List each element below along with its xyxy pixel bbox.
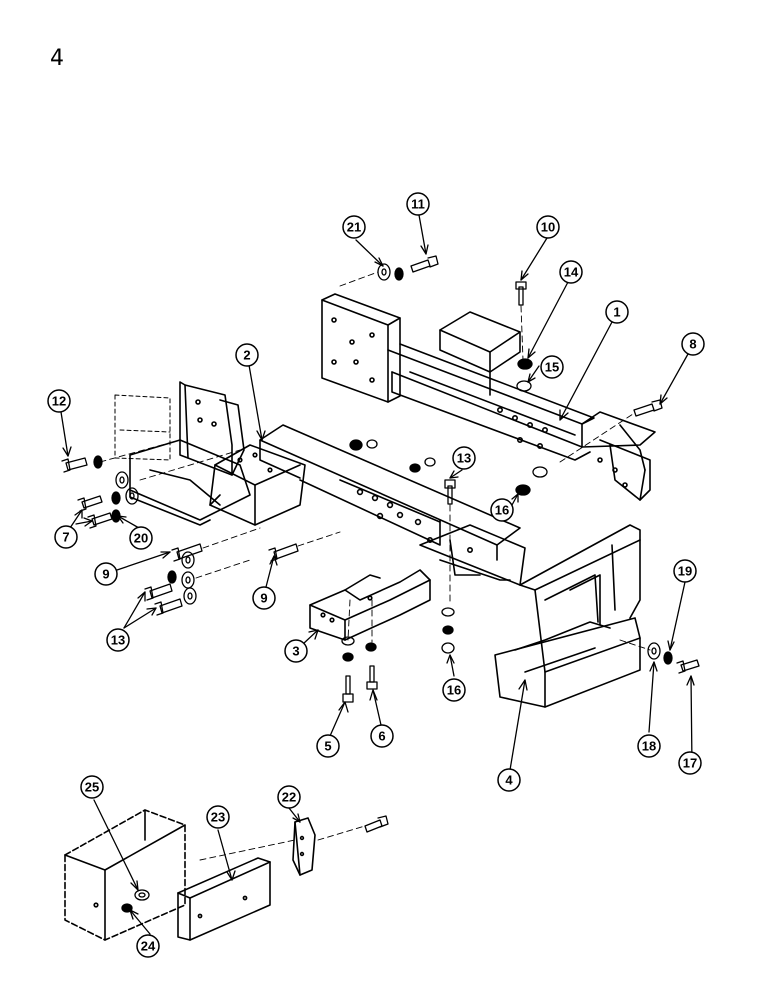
svg-text:19: 19 bbox=[678, 564, 692, 579]
svg-text:4: 4 bbox=[505, 773, 513, 788]
callout-8: 8 bbox=[681, 332, 705, 356]
callout-7: 7 bbox=[54, 525, 78, 549]
callout-1: 1 bbox=[605, 300, 629, 324]
svg-text:13: 13 bbox=[457, 451, 471, 466]
svg-text:24: 24 bbox=[141, 939, 156, 954]
callout-9-left: 9 bbox=[94, 562, 118, 586]
svg-text:22: 22 bbox=[282, 790, 296, 805]
callout-6: 6 bbox=[370, 724, 394, 748]
part-3-bracket bbox=[309, 569, 431, 641]
callout-17: 17 bbox=[678, 751, 702, 775]
svg-text:18: 18 bbox=[642, 739, 656, 754]
svg-text:25: 25 bbox=[85, 780, 99, 795]
svg-text:5: 5 bbox=[324, 739, 331, 754]
callout-14: 14 bbox=[559, 260, 583, 284]
callout-16-right: 16 bbox=[490, 498, 514, 522]
callout-21: 21 bbox=[342, 215, 366, 239]
svg-text:6: 6 bbox=[378, 729, 385, 744]
svg-text:16: 16 bbox=[495, 503, 509, 518]
callout-13-left: 13 bbox=[106, 628, 130, 652]
page-number: 4 bbox=[50, 46, 64, 71]
svg-text:2: 2 bbox=[243, 348, 250, 363]
svg-text:15: 15 bbox=[545, 360, 559, 375]
svg-text:17: 17 bbox=[683, 756, 697, 771]
callout-22: 22 bbox=[277, 785, 301, 809]
svg-text:1: 1 bbox=[613, 305, 620, 320]
callout-bubbles: 1 2 3 4 5 6 7 8 9 9 10 11 12 13 13 14 15… bbox=[47, 192, 705, 958]
callout-24: 24 bbox=[136, 934, 160, 958]
svg-text:7: 7 bbox=[62, 530, 69, 545]
svg-text:8: 8 bbox=[689, 337, 696, 352]
callout-3: 3 bbox=[284, 639, 308, 663]
callout-23: 23 bbox=[206, 805, 230, 829]
svg-text:9: 9 bbox=[260, 591, 267, 606]
callout-25: 25 bbox=[80, 775, 104, 799]
callout-20: 20 bbox=[129, 526, 153, 550]
part-22-clamp bbox=[292, 817, 316, 876]
svg-text:13: 13 bbox=[111, 633, 125, 648]
part-25-bottom-box bbox=[64, 809, 186, 941]
callout-19: 19 bbox=[673, 559, 697, 583]
svg-text:23: 23 bbox=[211, 810, 225, 825]
fastener-washers bbox=[93, 263, 673, 913]
callout-5: 5 bbox=[316, 734, 340, 758]
callout-12: 12 bbox=[47, 389, 71, 413]
fastener-bolts bbox=[61, 255, 700, 833]
callout-18: 18 bbox=[637, 734, 661, 758]
svg-text:12: 12 bbox=[52, 394, 66, 409]
part-2-front-frame bbox=[114, 381, 526, 586]
part-4-weight-carrier bbox=[494, 524, 641, 708]
svg-text:20: 20 bbox=[134, 531, 148, 546]
alignment-lines bbox=[99, 271, 651, 861]
callout-9-middle: 9 bbox=[252, 586, 276, 610]
leader-lines bbox=[60, 214, 695, 935]
callout-4: 4 bbox=[497, 768, 521, 792]
callout-10: 10 bbox=[536, 215, 560, 239]
callout-2: 2 bbox=[235, 343, 259, 367]
part-23-side-plate bbox=[177, 857, 271, 941]
callout-16-lower: 16 bbox=[442, 678, 466, 702]
svg-text:3: 3 bbox=[292, 644, 299, 659]
svg-text:10: 10 bbox=[541, 220, 555, 235]
part-1-main-frame bbox=[321, 293, 656, 501]
svg-text:11: 11 bbox=[411, 197, 425, 212]
svg-text:9: 9 bbox=[102, 567, 109, 582]
svg-text:21: 21 bbox=[347, 220, 361, 235]
svg-text:14: 14 bbox=[564, 265, 579, 280]
callout-15: 15 bbox=[540, 355, 564, 379]
callout-13-middle: 13 bbox=[452, 446, 476, 470]
callout-11: 11 bbox=[406, 192, 430, 216]
svg-text:16: 16 bbox=[447, 683, 461, 698]
